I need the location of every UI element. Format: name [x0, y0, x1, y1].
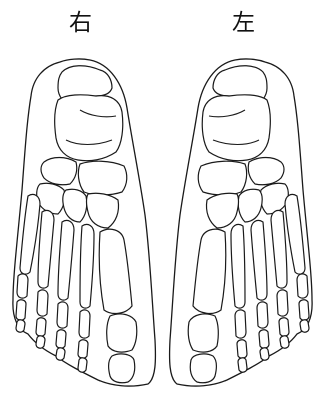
- left-metatarsal-1: [193, 229, 226, 313]
- right-toe1-phalanx-2: [109, 354, 135, 383]
- left-cuneiform-1: [260, 183, 288, 214]
- right-toe3-phalanx-1: [57, 302, 68, 328]
- left-toe3-phalanx-1: [257, 302, 268, 328]
- left-toe4-phalanx-1: [277, 290, 288, 316]
- right-toe2-phalanx-2: [78, 340, 88, 358]
- right-toe3-phalanx-3: [56, 348, 65, 360]
- left-toe1-phalanx-2: [190, 354, 216, 383]
- right-toe2-phalanx-1: [79, 310, 90, 338]
- right-metatarsal-3: [58, 220, 74, 300]
- left-metatarsal-4: [271, 210, 287, 288]
- left-toe3-phalanx-3: [260, 348, 269, 360]
- left-toe2-phalanx-1: [235, 310, 246, 338]
- left-cuboid: [198, 161, 246, 195]
- right-cuneiform-2: [63, 189, 87, 222]
- left-navicular: [248, 158, 284, 185]
- left-toe2-phalanx-3: [238, 358, 247, 372]
- right-cuneiform-3: [87, 193, 119, 228]
- left-toe2-phalanx-2: [237, 340, 247, 358]
- right-navicular: [41, 158, 77, 185]
- right-metatarsal-2: [80, 224, 94, 308]
- right-toe2-phalanx-3: [78, 358, 87, 372]
- right-toe5-phalanx-3: [16, 320, 25, 332]
- left-toe5-phalanx-3: [300, 320, 309, 332]
- left-toe5-phalanx-1: [297, 274, 308, 298]
- left-foot: [170, 59, 313, 386]
- right-talus: [55, 95, 123, 161]
- left-metatarsal-5: [285, 194, 305, 274]
- right-toe1-phalanx-1: [107, 314, 137, 352]
- right-metatarsal-5: [20, 194, 40, 274]
- right-cuboid: [78, 161, 126, 195]
- right-cuneiform-1: [37, 183, 65, 214]
- right-toe4-phalanx-1: [37, 290, 48, 316]
- left-toe1-phalanx-1: [188, 314, 218, 352]
- left-toe4-phalanx-2: [279, 318, 289, 336]
- right-toe5-phalanx-2: [16, 300, 26, 320]
- left-toe4-phalanx-3: [280, 336, 289, 348]
- right-toe4-phalanx-2: [36, 318, 46, 336]
- right-toe5-phalanx-1: [17, 274, 28, 298]
- left-toe5-phalanx-2: [299, 300, 309, 320]
- right-toe3-phalanx-2: [56, 330, 66, 348]
- right-toe4-phalanx-3: [36, 336, 45, 348]
- left-talus: [202, 95, 270, 161]
- left-metatarsal-2: [231, 224, 245, 308]
- left-metatarsal-3: [251, 220, 267, 300]
- right-metatarsal-1: [99, 229, 132, 313]
- left-cuneiform-3: [206, 193, 238, 228]
- right-metatarsal-4: [38, 210, 54, 288]
- right-foot: [13, 59, 156, 386]
- left-toe3-phalanx-2: [259, 330, 269, 348]
- left-cuneiform-2: [238, 189, 262, 222]
